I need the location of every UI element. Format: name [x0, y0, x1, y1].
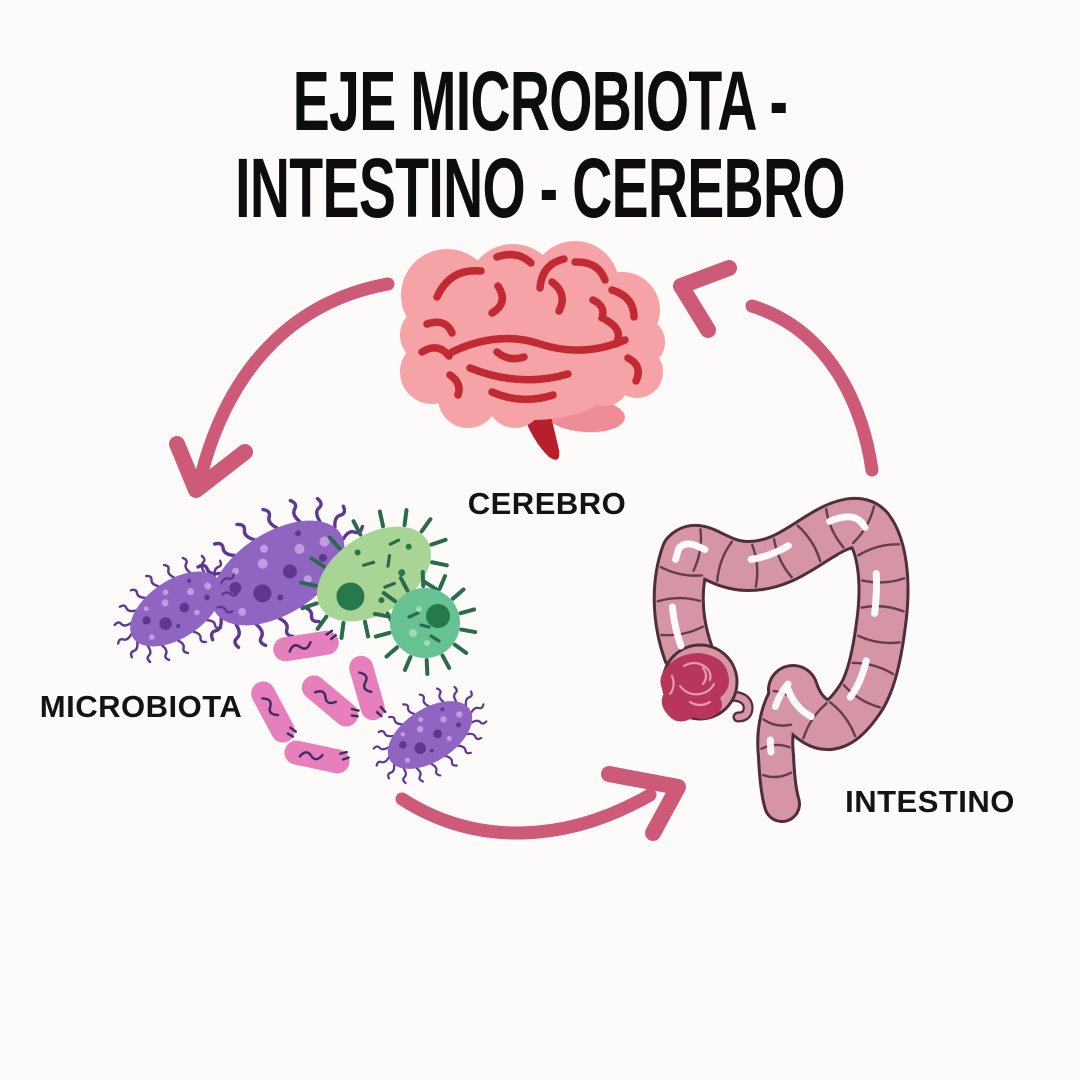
title-line-2: INTESTINO - CEREBRO: [235, 141, 845, 235]
arrowhead-icon: [601, 766, 686, 841]
label-microbiota: MICROBIOTA: [39, 689, 243, 724]
title-line-1: EJE MICROBIOTA -: [292, 54, 788, 148]
pink-rod-bacterium: [245, 676, 301, 748]
arrowhead-icon: [673, 260, 737, 338]
label-intestino: INTESTINO: [845, 784, 1015, 819]
arrow-intestino-to-cerebro: [673, 260, 879, 477]
arrow-shaft: [395, 788, 657, 840]
small-intestine-coil: [660, 653, 729, 722]
brain-icon: [400, 241, 665, 460]
pink-rod-bacterium: [270, 627, 342, 665]
pink-rod-cluster: [245, 627, 389, 777]
page-title: EJE MICROBIOTA - INTESTINO - CEREBRO: [0, 58, 1080, 232]
sigmoid-junction: [774, 670, 812, 708]
label-cerebro: CEREBRO: [467, 486, 627, 521]
bacteria-icon: [94, 466, 505, 804]
brain-body: [400, 241, 665, 428]
gut-highlight: [668, 513, 880, 723]
brain-folds: [418, 250, 642, 404]
pink-rod-bacterium: [281, 737, 353, 777]
arrow-cerebro-to-microbiota: [169, 277, 395, 498]
arrow-shaft: [745, 299, 879, 477]
appendix-icon: [726, 692, 752, 721]
coil-lines: [668, 661, 716, 707]
intestine-icon: [652, 496, 910, 823]
arrow-shaft: [195, 277, 395, 479]
arrowhead-icon: [169, 436, 253, 498]
arrow-microbiota-to-intestino: [395, 766, 686, 841]
gut-highlight: [766, 680, 792, 756]
